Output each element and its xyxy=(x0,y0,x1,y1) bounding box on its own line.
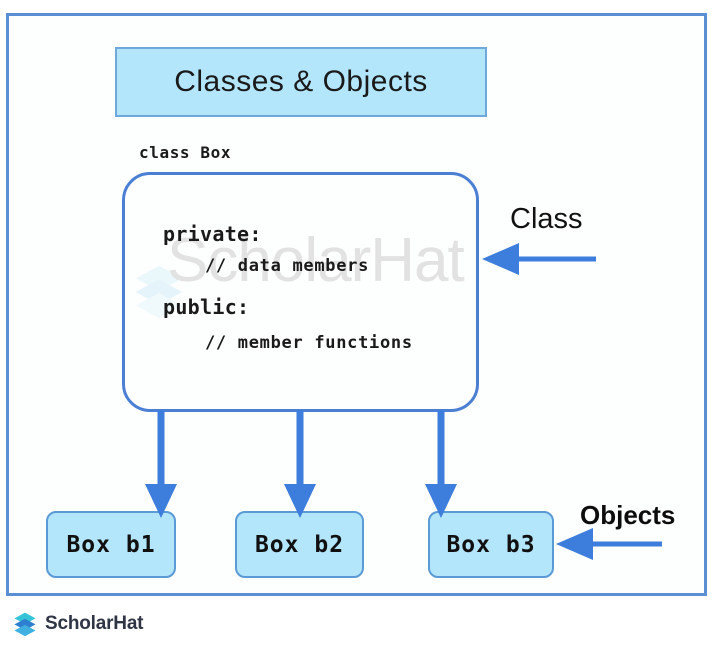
object-box-b2: Box b2 xyxy=(235,511,364,578)
code-line-private: private: xyxy=(163,222,262,246)
title-banner: Classes & Objects xyxy=(115,47,487,117)
code-line-member-functions: // member functions xyxy=(205,333,413,353)
annotation-class-label: Class xyxy=(510,203,583,235)
footer-brand-text: ScholarHat xyxy=(45,613,144,634)
object-box-b3: Box b3 xyxy=(428,511,554,578)
code-line-public: public: xyxy=(163,295,250,319)
scholarhat-logo-icon xyxy=(14,612,36,637)
object-box-b1: Box b1 xyxy=(46,511,176,578)
object-box-b1-label: Box b1 xyxy=(66,531,156,558)
footer-brand: ScholarHat xyxy=(12,611,144,637)
object-box-b3-label: Box b3 xyxy=(446,531,536,558)
code-line-data-members: // data members xyxy=(205,256,370,276)
annotation-objects-label: Objects xyxy=(580,500,676,530)
page-title: Classes & Objects xyxy=(174,65,428,98)
class-body-box xyxy=(122,172,479,412)
class-declaration-label: class Box xyxy=(139,143,232,162)
object-box-b2-label: Box b2 xyxy=(254,531,345,558)
